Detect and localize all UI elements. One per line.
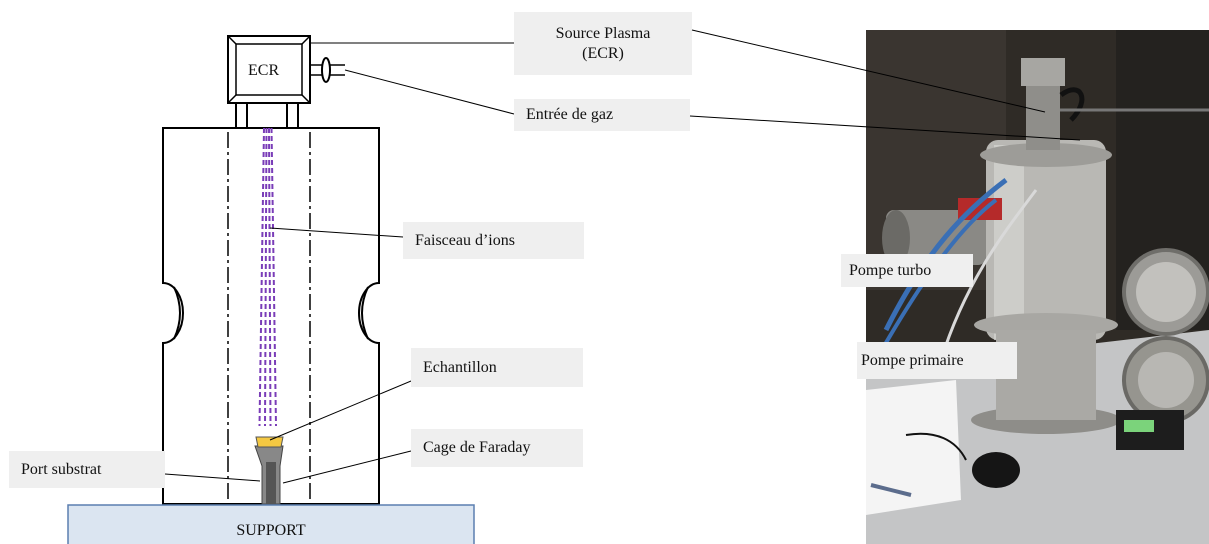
label-faisceau: Faisceau d’ions <box>403 222 584 259</box>
label-source-plasma: Source Plasma (ECR) <box>514 12 692 75</box>
ion-beam-strand <box>264 127 268 427</box>
equipment-photo <box>866 30 1209 544</box>
gas-inlet-connector <box>310 57 345 83</box>
chamber-schematic <box>67 35 515 544</box>
ion-beam <box>258 127 277 427</box>
label-entree-gaz: Entrée de gaz <box>514 99 690 131</box>
ion-beam-strand <box>270 127 277 427</box>
side-port-left <box>173 286 181 340</box>
vacuum-chamber <box>162 127 380 505</box>
ecr-source <box>227 35 311 104</box>
label-port-substrat: Port substrat <box>9 451 165 488</box>
support-text: SUPPORT <box>236 521 306 539</box>
leader-lines <box>164 42 515 484</box>
label-cage-faraday: Cage de Faraday <box>411 429 583 467</box>
label-pompe-turbo: Pompe turbo <box>841 254 973 287</box>
ecr-text: ECR <box>248 62 280 79</box>
source-neck <box>235 103 299 128</box>
support-base <box>67 504 475 544</box>
substrate-holder <box>254 445 284 505</box>
ion-beam-strand <box>258 127 265 427</box>
label-echantillon: Echantillon <box>411 348 583 387</box>
ion-beam-strand <box>268 127 272 427</box>
label-pompe-primaire: Pompe primaire <box>857 342 1017 379</box>
sample <box>255 436 284 448</box>
side-port-right <box>361 286 369 340</box>
